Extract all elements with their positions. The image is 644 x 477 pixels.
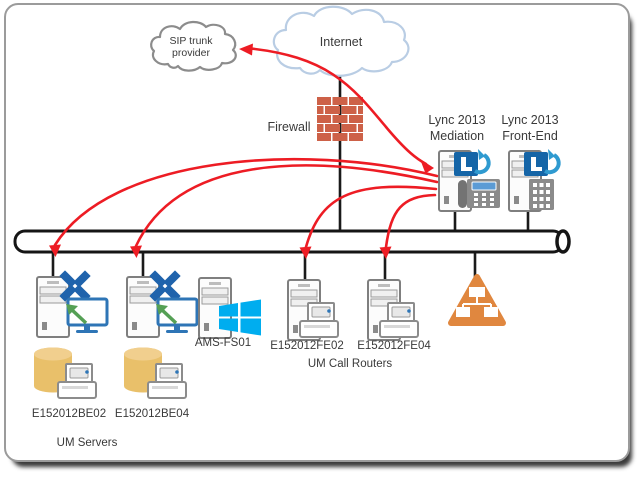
- um-server-node-1: [34, 276, 109, 399]
- firewall-label: Firewall: [267, 120, 311, 134]
- keypad-icon: [529, 179, 554, 210]
- server-tower-icon: [36, 276, 70, 338]
- um-server1-label: E152012BE02: [31, 408, 107, 420]
- sip-trunk-label-line2: provider: [172, 47, 210, 59]
- um-call-router-node-1: [287, 279, 339, 341]
- call-flow-arrows: [53, 46, 439, 249]
- arrow-mediation-router1: [304, 185, 438, 249]
- lync-frontend-node: [508, 147, 561, 212]
- file-server-label: AMS-FS01: [194, 337, 252, 349]
- um-server2-label: E152012BE04: [114, 408, 190, 420]
- um-call-router-node-2: [367, 279, 419, 341]
- mediation-label-line1: Lync 2013: [428, 113, 486, 127]
- um-group-label: UM Servers: [56, 437, 118, 449]
- router1-label: E152012FE02: [270, 340, 344, 352]
- monitor-arrow-icon: [64, 297, 109, 335]
- router-group-label: UM Call Routers: [307, 358, 393, 370]
- lync-logo-icon: [522, 147, 561, 178]
- file-server-node: [198, 277, 261, 339]
- arrow-internet-sip-mediation: [244, 46, 428, 166]
- um-server-node-2: [124, 276, 199, 399]
- arrow-mediation-router2: [384, 193, 437, 249]
- sip-trunk-label-line1: SIP trunk: [169, 35, 213, 47]
- call-flow-arrowheads: [49, 43, 434, 259]
- monitor-arrow-icon: [154, 297, 199, 335]
- desk-phone-icon: [457, 178, 501, 209]
- internet-cloud: [272, 5, 410, 77]
- sip-trunk-cloud: [150, 20, 237, 72]
- server-tower-icon: [126, 276, 160, 338]
- arrow-mediation-um1: [53, 157, 439, 247]
- frontend-label-line1: Lync 2013: [501, 113, 559, 127]
- gateway-triangle-icon: [448, 274, 506, 326]
- router2-label: E152012FE04: [357, 340, 431, 352]
- lync-mediation-node: [438, 147, 501, 212]
- mediation-label-line2: Mediation: [429, 129, 485, 143]
- internet-label: Internet: [319, 35, 363, 49]
- network-backbone-pipe: [13, 229, 571, 254]
- lync-logo-icon: [452, 147, 491, 178]
- frontend-label-line2: Front-End: [502, 129, 558, 143]
- firewall-icon: [317, 97, 363, 141]
- arrow-mediation-um2: [134, 164, 439, 248]
